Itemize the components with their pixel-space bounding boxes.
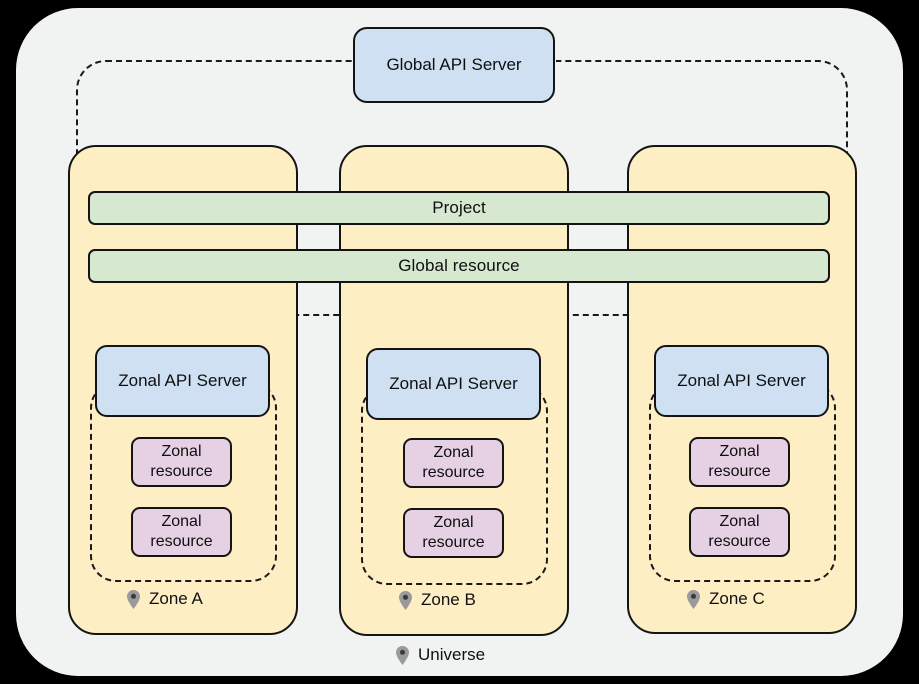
universe-pin-label: Universe	[396, 645, 485, 665]
zone-a-resource-2: Zonal resource	[131, 507, 232, 557]
zone-c-pin-text: Zone C	[709, 589, 765, 608]
zone-b-api-server-box: Zonal API Server	[366, 348, 541, 420]
zone-b-resource-1: Zonal resource	[403, 438, 504, 488]
resource-line-2: resource	[708, 533, 771, 550]
resource-line-1: Zonal	[719, 513, 760, 530]
resource-line-2: resource	[422, 464, 485, 481]
global-resource-bar-label: Global resource	[398, 256, 520, 275]
resource-line-2: resource	[708, 463, 771, 480]
resource-line-1: Zonal	[433, 444, 474, 461]
resource-line-2: resource	[422, 534, 485, 551]
map-pin-icon	[396, 645, 409, 665]
global-resource-bar: Global resource	[88, 249, 830, 283]
zone-a-pin-text: Zone A	[149, 589, 203, 608]
zone-a-api-server-box: Zonal API Server	[95, 345, 270, 417]
zone-b-api-server-label: Zonal API Server	[389, 374, 518, 393]
resource-line-1: Zonal	[433, 514, 474, 531]
resource-line-1: Zonal	[161, 513, 202, 530]
zone-a-api-server-label: Zonal API Server	[118, 371, 247, 390]
resource-line-1: Zonal	[719, 443, 760, 460]
zone-a-pin-label: Zone A	[127, 589, 203, 609]
project-bar-label: Project	[432, 198, 486, 217]
zone-b-pin-label: Zone B	[399, 590, 476, 610]
zone-c-resource-1: Zonal resource	[689, 437, 790, 487]
resource-line-1: Zonal	[161, 443, 202, 460]
resource-line-2: resource	[150, 463, 213, 480]
map-pin-icon	[687, 589, 700, 609]
zone-c-resource-2: Zonal resource	[689, 507, 790, 557]
global-api-server-label: Global API Server	[386, 55, 522, 74]
project-bar: Project	[88, 191, 830, 225]
universe-pin-text: Universe	[418, 645, 486, 664]
zone-b-resource-2: Zonal resource	[403, 508, 504, 558]
zone-a-resource-1: Zonal resource	[131, 437, 232, 487]
map-pin-icon	[399, 590, 412, 610]
global-api-server-box: Global API Server	[353, 27, 555, 103]
map-pin-icon	[127, 589, 140, 609]
zone-b-pin-text: Zone B	[421, 590, 476, 609]
zone-c-api-server-box: Zonal API Server	[654, 345, 829, 417]
zone-c-api-server-label: Zonal API Server	[677, 371, 806, 390]
resource-line-2: resource	[150, 533, 213, 550]
zone-c-pin-label: Zone C	[687, 589, 765, 609]
